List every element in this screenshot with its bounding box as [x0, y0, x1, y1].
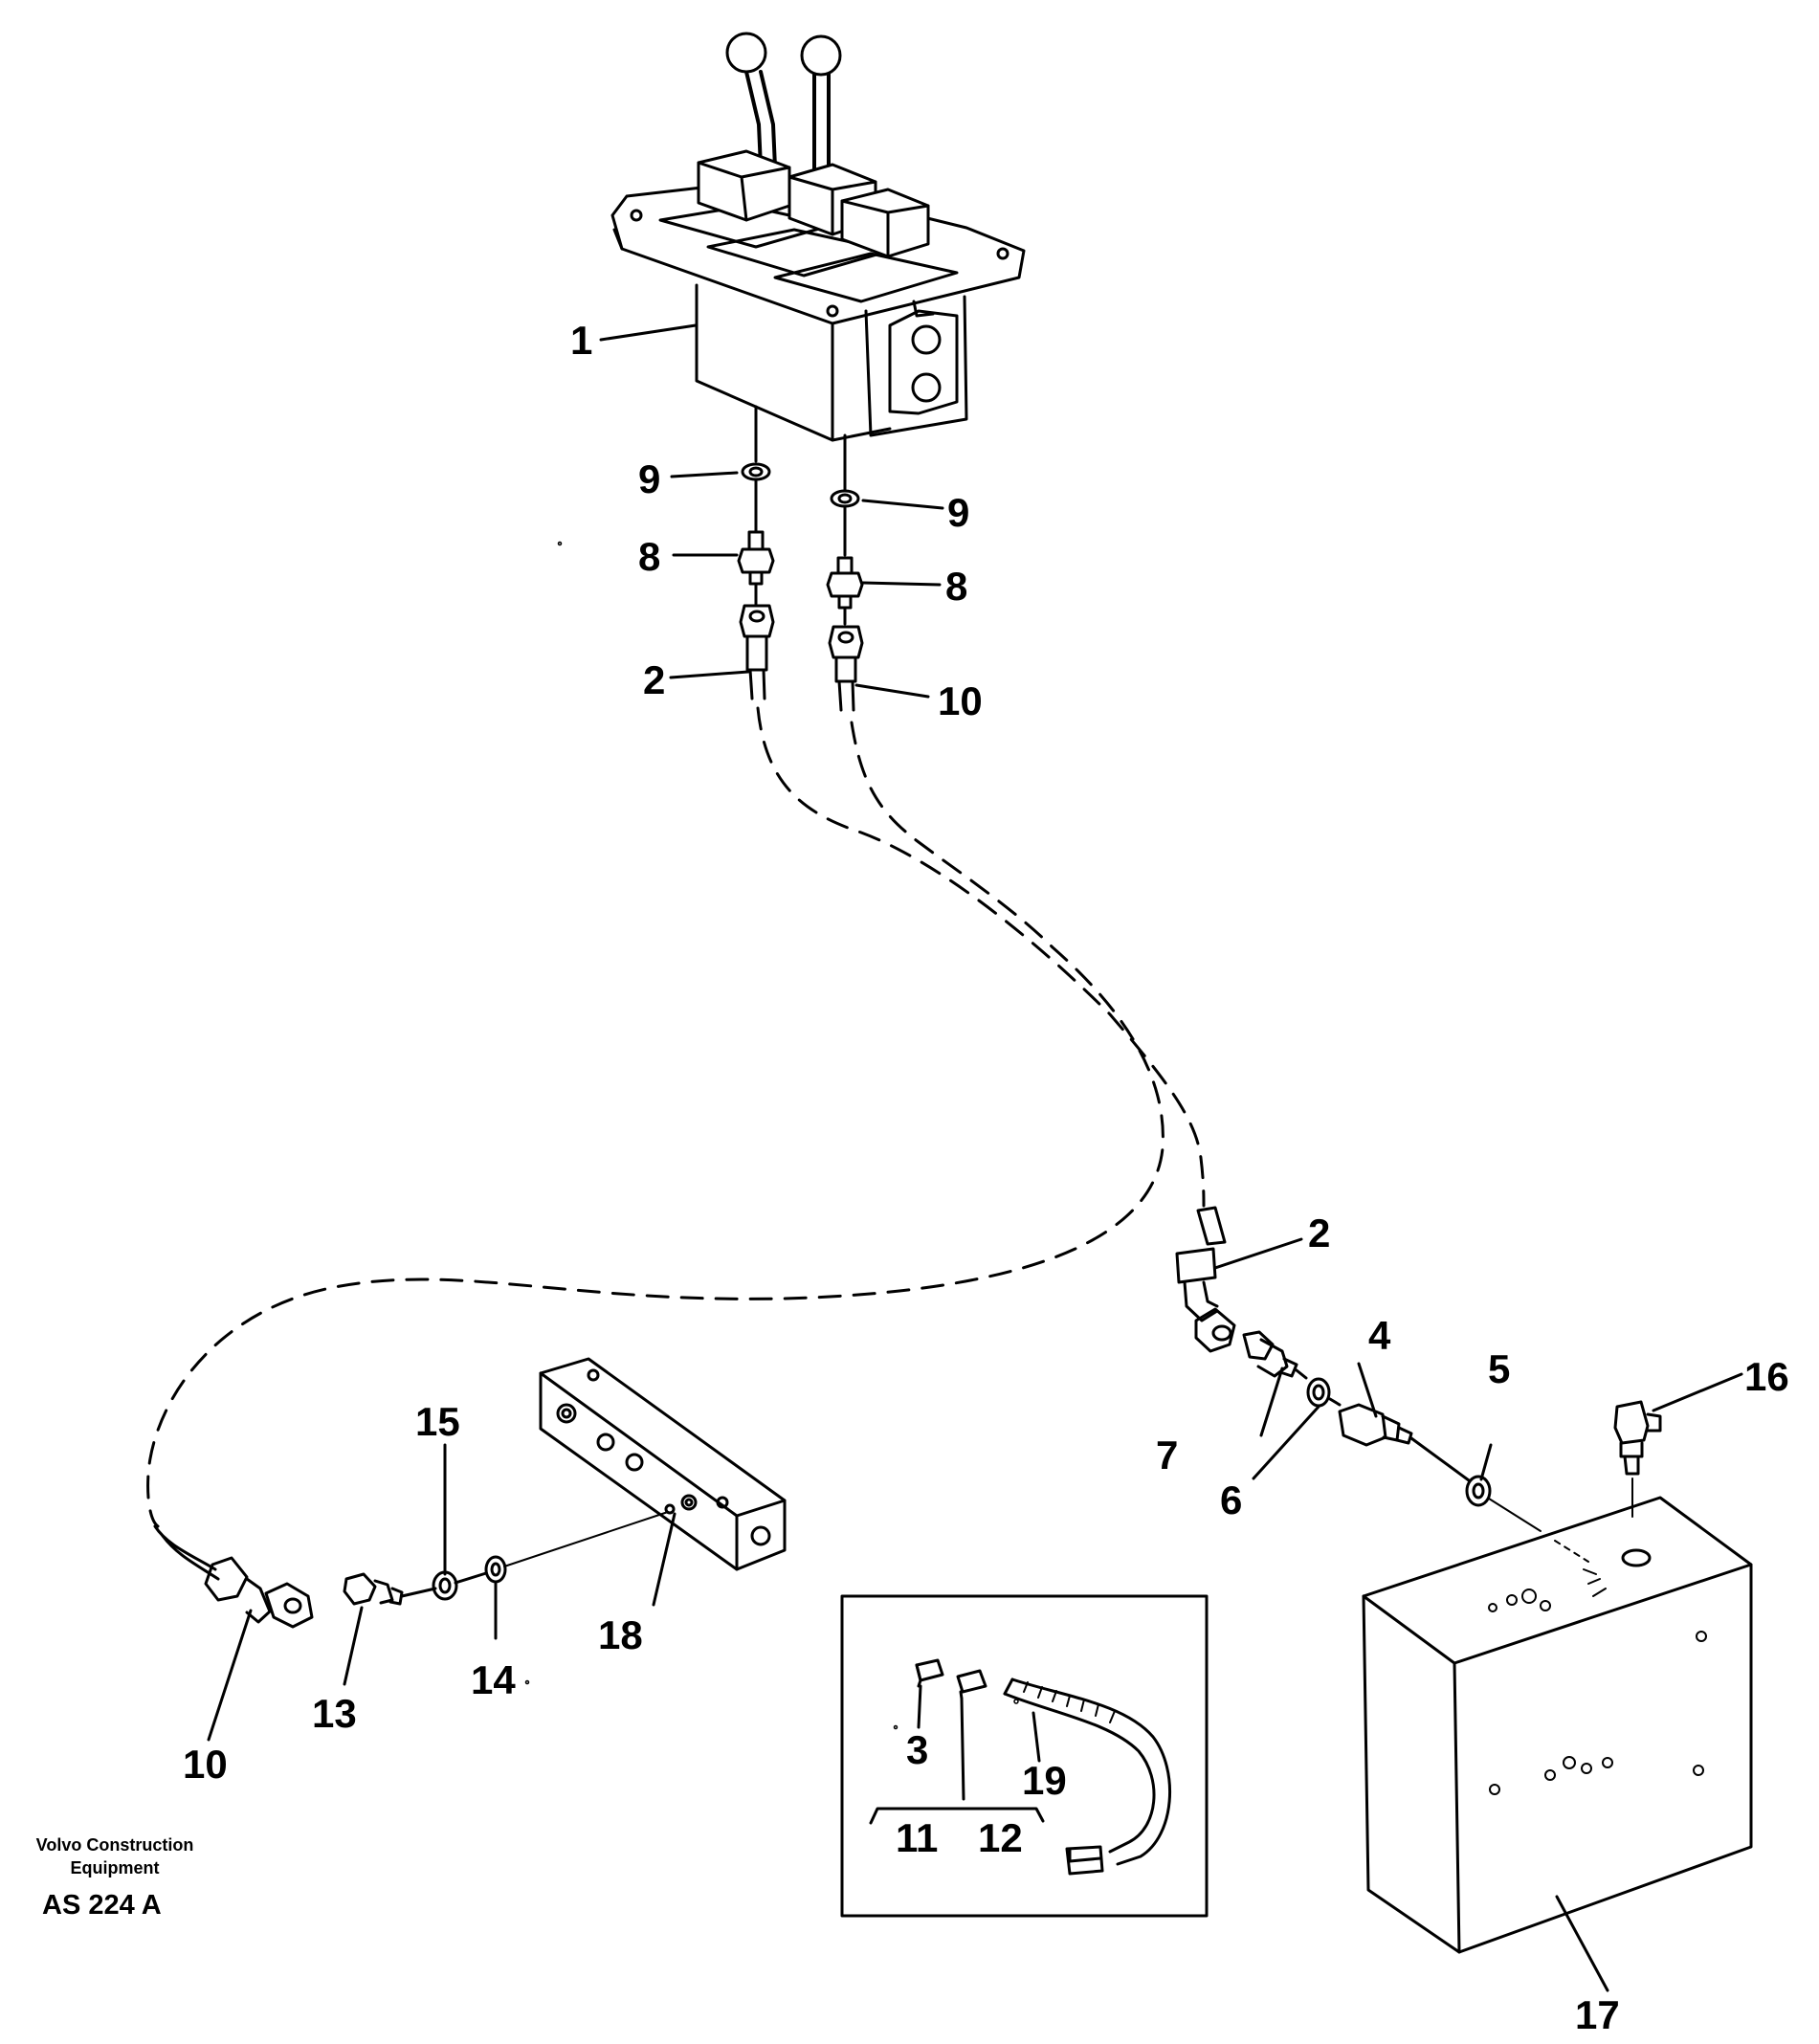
washer-15 — [432, 1570, 458, 1601]
sensor-16 — [1613, 1400, 1662, 1476]
washer-9-left — [741, 462, 771, 481]
callout-2-top: 2 — [643, 657, 666, 702]
callout-10-bottom: 10 — [183, 1742, 228, 1787]
washer-9-right — [830, 489, 860, 508]
callout-13: 13 — [312, 1691, 357, 1736]
nipple-8-left — [737, 530, 775, 586]
callout-10-top: 10 — [938, 678, 983, 723]
callout-11: 11 — [896, 1815, 939, 1860]
fitting-7 — [1242, 1330, 1298, 1378]
callout-4: 4 — [1368, 1313, 1391, 1358]
nipple-8-right — [826, 556, 864, 610]
callout-9-left: 9 — [638, 456, 661, 501]
hose-route-10 — [146, 721, 1165, 1528]
control-valve-assembly — [610, 32, 1026, 442]
callout-9-right: 9 — [947, 490, 970, 535]
company-name-line1: Volvo Construction — [35, 1835, 194, 1855]
inset-bracket — [869, 1807, 1045, 1825]
hose-2-top — [739, 604, 775, 700]
washer-14 — [484, 1555, 507, 1584]
callout-12: 12 — [978, 1815, 1023, 1860]
callout-3: 3 — [906, 1727, 929, 1772]
callout-15: 15 — [415, 1399, 460, 1444]
callout-14: 14 — [471, 1657, 516, 1702]
tank-17 — [1362, 1496, 1753, 1954]
callout-5: 5 — [1488, 1346, 1511, 1391]
leader-lines — [207, 323, 1743, 1992]
callout-2-right: 2 — [1308, 1211, 1331, 1255]
washer-5 — [1465, 1475, 1492, 1507]
drawing-code: AS 224 A — [42, 1890, 162, 1921]
callout-19: 19 — [1022, 1758, 1067, 1803]
callout-8-left: 8 — [638, 534, 661, 579]
hose-route-2 — [756, 706, 1206, 1208]
fitting-13 — [343, 1572, 404, 1606]
callout-1: 1 — [570, 318, 593, 363]
inset-frame — [840, 1594, 1209, 1918]
callout-6: 6 — [1220, 1477, 1243, 1522]
hose-2-elbow — [1175, 1206, 1236, 1353]
inset-parts — [915, 1658, 1171, 1876]
block-18 — [539, 1357, 787, 1571]
hose-10-end — [153, 1524, 314, 1629]
callout-17: 17 — [1575, 1992, 1620, 2037]
callout-18: 18 — [598, 1612, 643, 1657]
callout-7: 7 — [1156, 1433, 1179, 1477]
callout-16: 16 — [1744, 1354, 1789, 1399]
hose-10-top — [828, 625, 864, 712]
callout-8-right: 8 — [945, 564, 968, 609]
washer-6 — [1306, 1377, 1331, 1408]
company-name-line2: Equipment — [70, 1858, 160, 1877]
